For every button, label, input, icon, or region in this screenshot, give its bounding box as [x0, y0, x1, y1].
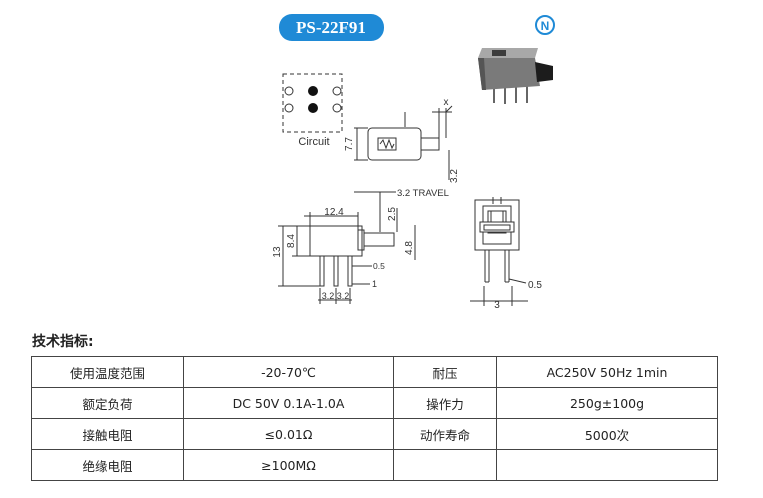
spec-value-insulation-resistance: ≥100MΩ: [183, 449, 394, 481]
end-view-drawing: 0.5 3: [470, 197, 542, 311]
model-badge: PS-22F91: [279, 14, 384, 41]
dim-3: 3: [494, 300, 500, 311]
brand-logo-letter: N: [541, 19, 550, 33]
dim-13: 13: [272, 246, 283, 258]
table-row: 绝缘电阻 ≥100MΩ: [31, 449, 718, 481]
dim-3-2-top: 3.2: [449, 169, 460, 183]
product-drawing: PS-22F91 N Circuit 7.7: [272, 14, 555, 311]
spec-value-operating-force: 250g±100g: [496, 387, 718, 419]
spec-label-withstand-voltage: 耐压: [393, 356, 497, 388]
spec-label-insulation-resistance: 绝缘电阻: [31, 449, 184, 481]
spec-value-contact-resistance: ≤0.01Ω: [183, 418, 394, 450]
spec-heading: 技术指标:: [32, 334, 94, 350]
spec-label-contact-resistance: 接触电阻: [31, 418, 184, 450]
spec-value-operating-temperature: -20-70℃: [183, 356, 394, 388]
dim-12-4: 12.4: [324, 207, 344, 218]
model-label: PS-22F91: [296, 18, 366, 37]
dim-0-5-a: 0.5: [373, 261, 385, 271]
table-row: 接触电阻 ≤0.01Ω 动作寿命 5000次: [31, 418, 718, 450]
side-view-drawing: 7.7 x 3.2: [344, 97, 460, 183]
circuit-diagram: Circuit: [282, 73, 343, 148]
dim-4-8: 4.8: [404, 241, 415, 255]
dim-0-5-b: 0.5: [528, 280, 542, 291]
dim-x: x: [444, 97, 449, 108]
dim-2-5: 2.5: [387, 207, 398, 221]
front-view-drawing: 3.2 TRAVEL 12.4 2.5 4.8 13 8.4 0.5 1 3.2…: [272, 188, 449, 304]
spec-value-operating-life: 5000次: [496, 418, 718, 450]
table-row: 使用温度范围 -20-70℃ 耐压 AC250V 50Hz 1min: [31, 356, 718, 388]
spec-label-operating-force: 操作力: [393, 387, 497, 419]
dim-3-2-right: 3.2: [337, 291, 350, 301]
spec-empty-cell: [393, 449, 497, 481]
spec-label-operating-life: 动作寿命: [393, 418, 497, 450]
dim-1: 1: [372, 279, 377, 289]
dim-8-4: 8.4: [286, 234, 297, 248]
travel-label: 3.2 TRAVEL: [397, 188, 449, 199]
dim-3-2-left: 3.2: [322, 291, 335, 301]
table-row: 额定负荷 DC 50V 0.1A-1.0A 操作力 250g±100g: [31, 387, 718, 419]
brand-logo: N: [535, 15, 555, 35]
dim-7-7: 7.7: [344, 137, 355, 151]
circuit-label: Circuit: [298, 136, 329, 148]
product-photo: [478, 48, 553, 104]
spec-value-withstand-voltage: AC250V 50Hz 1min: [496, 356, 718, 388]
spec-label-rated-load: 额定负荷: [31, 387, 184, 419]
spec-empty-cell: [496, 449, 718, 481]
spec-table: 使用温度范围 -20-70℃ 耐压 AC250V 50Hz 1min 额定负荷 …: [31, 356, 718, 481]
spec-label-operating-temperature: 使用温度范围: [31, 356, 184, 388]
spec-value-rated-load: DC 50V 0.1A-1.0A: [183, 387, 394, 419]
